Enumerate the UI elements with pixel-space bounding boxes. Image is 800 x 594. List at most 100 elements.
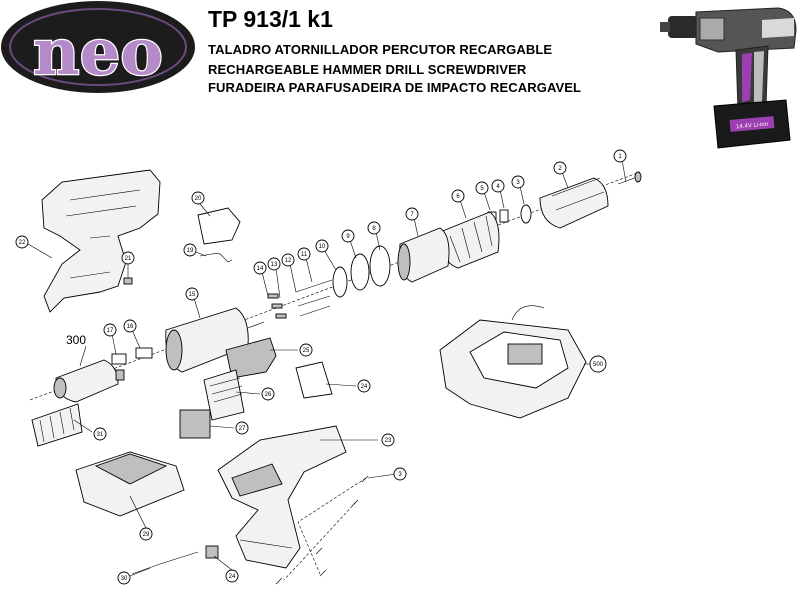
callout-15: 15 xyxy=(185,287,199,301)
svg-text:17: 17 xyxy=(107,328,114,334)
part-26-contact-block xyxy=(203,369,245,421)
svg-text:14: 14 xyxy=(257,266,264,272)
svg-text:25: 25 xyxy=(303,348,310,354)
part-22-left-housing xyxy=(41,169,161,313)
callout-2: 2 xyxy=(553,161,567,175)
svg-text:21: 21 xyxy=(125,256,132,262)
part-23-right-housing xyxy=(217,425,347,569)
part-9-ring xyxy=(350,253,370,291)
svg-text:10: 10 xyxy=(319,244,326,250)
part-7-gearbox-housing xyxy=(397,227,450,283)
svg-text:3: 3 xyxy=(516,180,520,186)
callout-29: 29 xyxy=(139,527,153,541)
callout-4: 4 xyxy=(491,179,505,193)
parts-11-14-pins xyxy=(267,279,333,319)
neo-logo: neo xyxy=(1,1,195,93)
part-19-wire xyxy=(199,253,233,263)
part-3-housing-screws xyxy=(275,475,369,585)
part-30-bit xyxy=(131,551,199,575)
svg-text:6: 6 xyxy=(456,194,460,200)
callout-5: 5 xyxy=(475,181,489,195)
svg-text:11: 11 xyxy=(301,252,308,258)
part-2-chuck xyxy=(539,177,609,229)
svg-text:19: 19 xyxy=(187,248,194,254)
svg-text:9: 9 xyxy=(346,234,350,240)
svg-text:22: 22 xyxy=(19,240,26,246)
callout-16: 16 xyxy=(123,319,137,333)
callout-21: 21 xyxy=(121,251,135,265)
callout-labels: 1 2 3 4 5 6 7 8 9 10 11 12 13 14 15 16 1… xyxy=(15,149,627,585)
callout-8: 8 xyxy=(367,221,381,235)
svg-text:26: 26 xyxy=(265,392,272,398)
callout-24b: 24 xyxy=(225,569,239,583)
part-31-terminal-strip xyxy=(31,403,83,447)
callout-12: 12 xyxy=(281,253,295,267)
callout-14: 14 xyxy=(253,261,267,275)
svg-text:31: 31 xyxy=(97,432,104,438)
svg-text:1: 1 xyxy=(618,154,622,160)
callout-23: 23 xyxy=(381,433,395,447)
part-21-screw xyxy=(123,277,133,285)
svg-text:24: 24 xyxy=(229,574,236,580)
part-27-terminal-block xyxy=(179,409,211,439)
svg-text:4: 4 xyxy=(496,184,500,190)
svg-text:29: 29 xyxy=(143,532,150,538)
part-8-ring xyxy=(369,245,391,287)
callout-30: 30 xyxy=(117,571,131,585)
svg-text:20: 20 xyxy=(195,196,202,202)
part-24-belt-clip xyxy=(295,361,333,399)
callout-500: 500 xyxy=(589,355,607,373)
callout-19: 19 xyxy=(183,243,197,257)
part-17-brush-holder xyxy=(111,353,127,365)
part-29-battery-pack xyxy=(75,451,185,517)
callout-20: 20 xyxy=(191,191,205,205)
subtitle-portuguese: FURADEIRA PARAFUSADEIRA DE IMPACTO RECAR… xyxy=(208,80,582,95)
callout-10: 10 xyxy=(315,239,329,253)
svg-text:15: 15 xyxy=(189,292,196,298)
callout-11: 11 xyxy=(297,247,311,261)
svg-text:7: 7 xyxy=(410,212,414,218)
callout-25: 25 xyxy=(299,343,313,357)
svg-text:12: 12 xyxy=(285,258,292,264)
svg-text:23: 23 xyxy=(385,438,392,444)
svg-text:8: 8 xyxy=(372,226,376,232)
callout-3b: 3 xyxy=(393,467,407,481)
subtitle-spanish: TALADRO ATORNILLADOR PERCUTOR RECARGABLE xyxy=(208,42,553,57)
callout-300: 300 xyxy=(66,333,86,347)
subtitle-english: RECHARGEABLE HAMMER DRILL SCREWDRIVER xyxy=(208,62,527,77)
leader-lines xyxy=(27,159,627,577)
callout-7: 7 xyxy=(405,207,419,221)
svg-text:500: 500 xyxy=(593,362,604,368)
svg-text:16: 16 xyxy=(127,324,134,330)
part-16-brush xyxy=(135,347,153,359)
part-1-chuck-screw xyxy=(617,171,642,185)
part-24-clip-bottom xyxy=(205,545,219,559)
callout-1: 1 xyxy=(613,149,627,163)
part-10-washer xyxy=(332,266,348,298)
callout-17: 17 xyxy=(103,323,117,337)
callout-27: 27 xyxy=(235,421,249,435)
callout-13: 13 xyxy=(267,257,281,271)
svg-text:2: 2 xyxy=(558,166,562,172)
callout-31: 31 xyxy=(93,427,107,441)
callout-24a: 24 xyxy=(357,379,371,393)
part-300-motor xyxy=(53,359,125,403)
svg-text:13: 13 xyxy=(271,262,278,268)
svg-text:3: 3 xyxy=(398,472,402,478)
svg-text:neo: neo xyxy=(33,15,163,90)
model-number: TP 913/1 k1 xyxy=(208,6,333,32)
part-20-switch-plate xyxy=(197,207,241,245)
callout-26: 26 xyxy=(261,387,275,401)
svg-text:14.4V Li-ion: 14.4V Li-ion xyxy=(736,122,768,131)
callout-3a: 3 xyxy=(511,175,525,189)
svg-text:30: 30 xyxy=(121,576,128,582)
product-photo: 14.4V Li-ion xyxy=(660,7,797,149)
svg-text:27: 27 xyxy=(239,426,246,432)
callout-9: 9 xyxy=(341,229,355,243)
svg-text:24: 24 xyxy=(361,384,368,390)
callout-6: 6 xyxy=(451,189,465,203)
part-500-charger xyxy=(439,305,587,419)
svg-text:5: 5 xyxy=(480,186,484,192)
callout-22: 22 xyxy=(15,235,29,249)
